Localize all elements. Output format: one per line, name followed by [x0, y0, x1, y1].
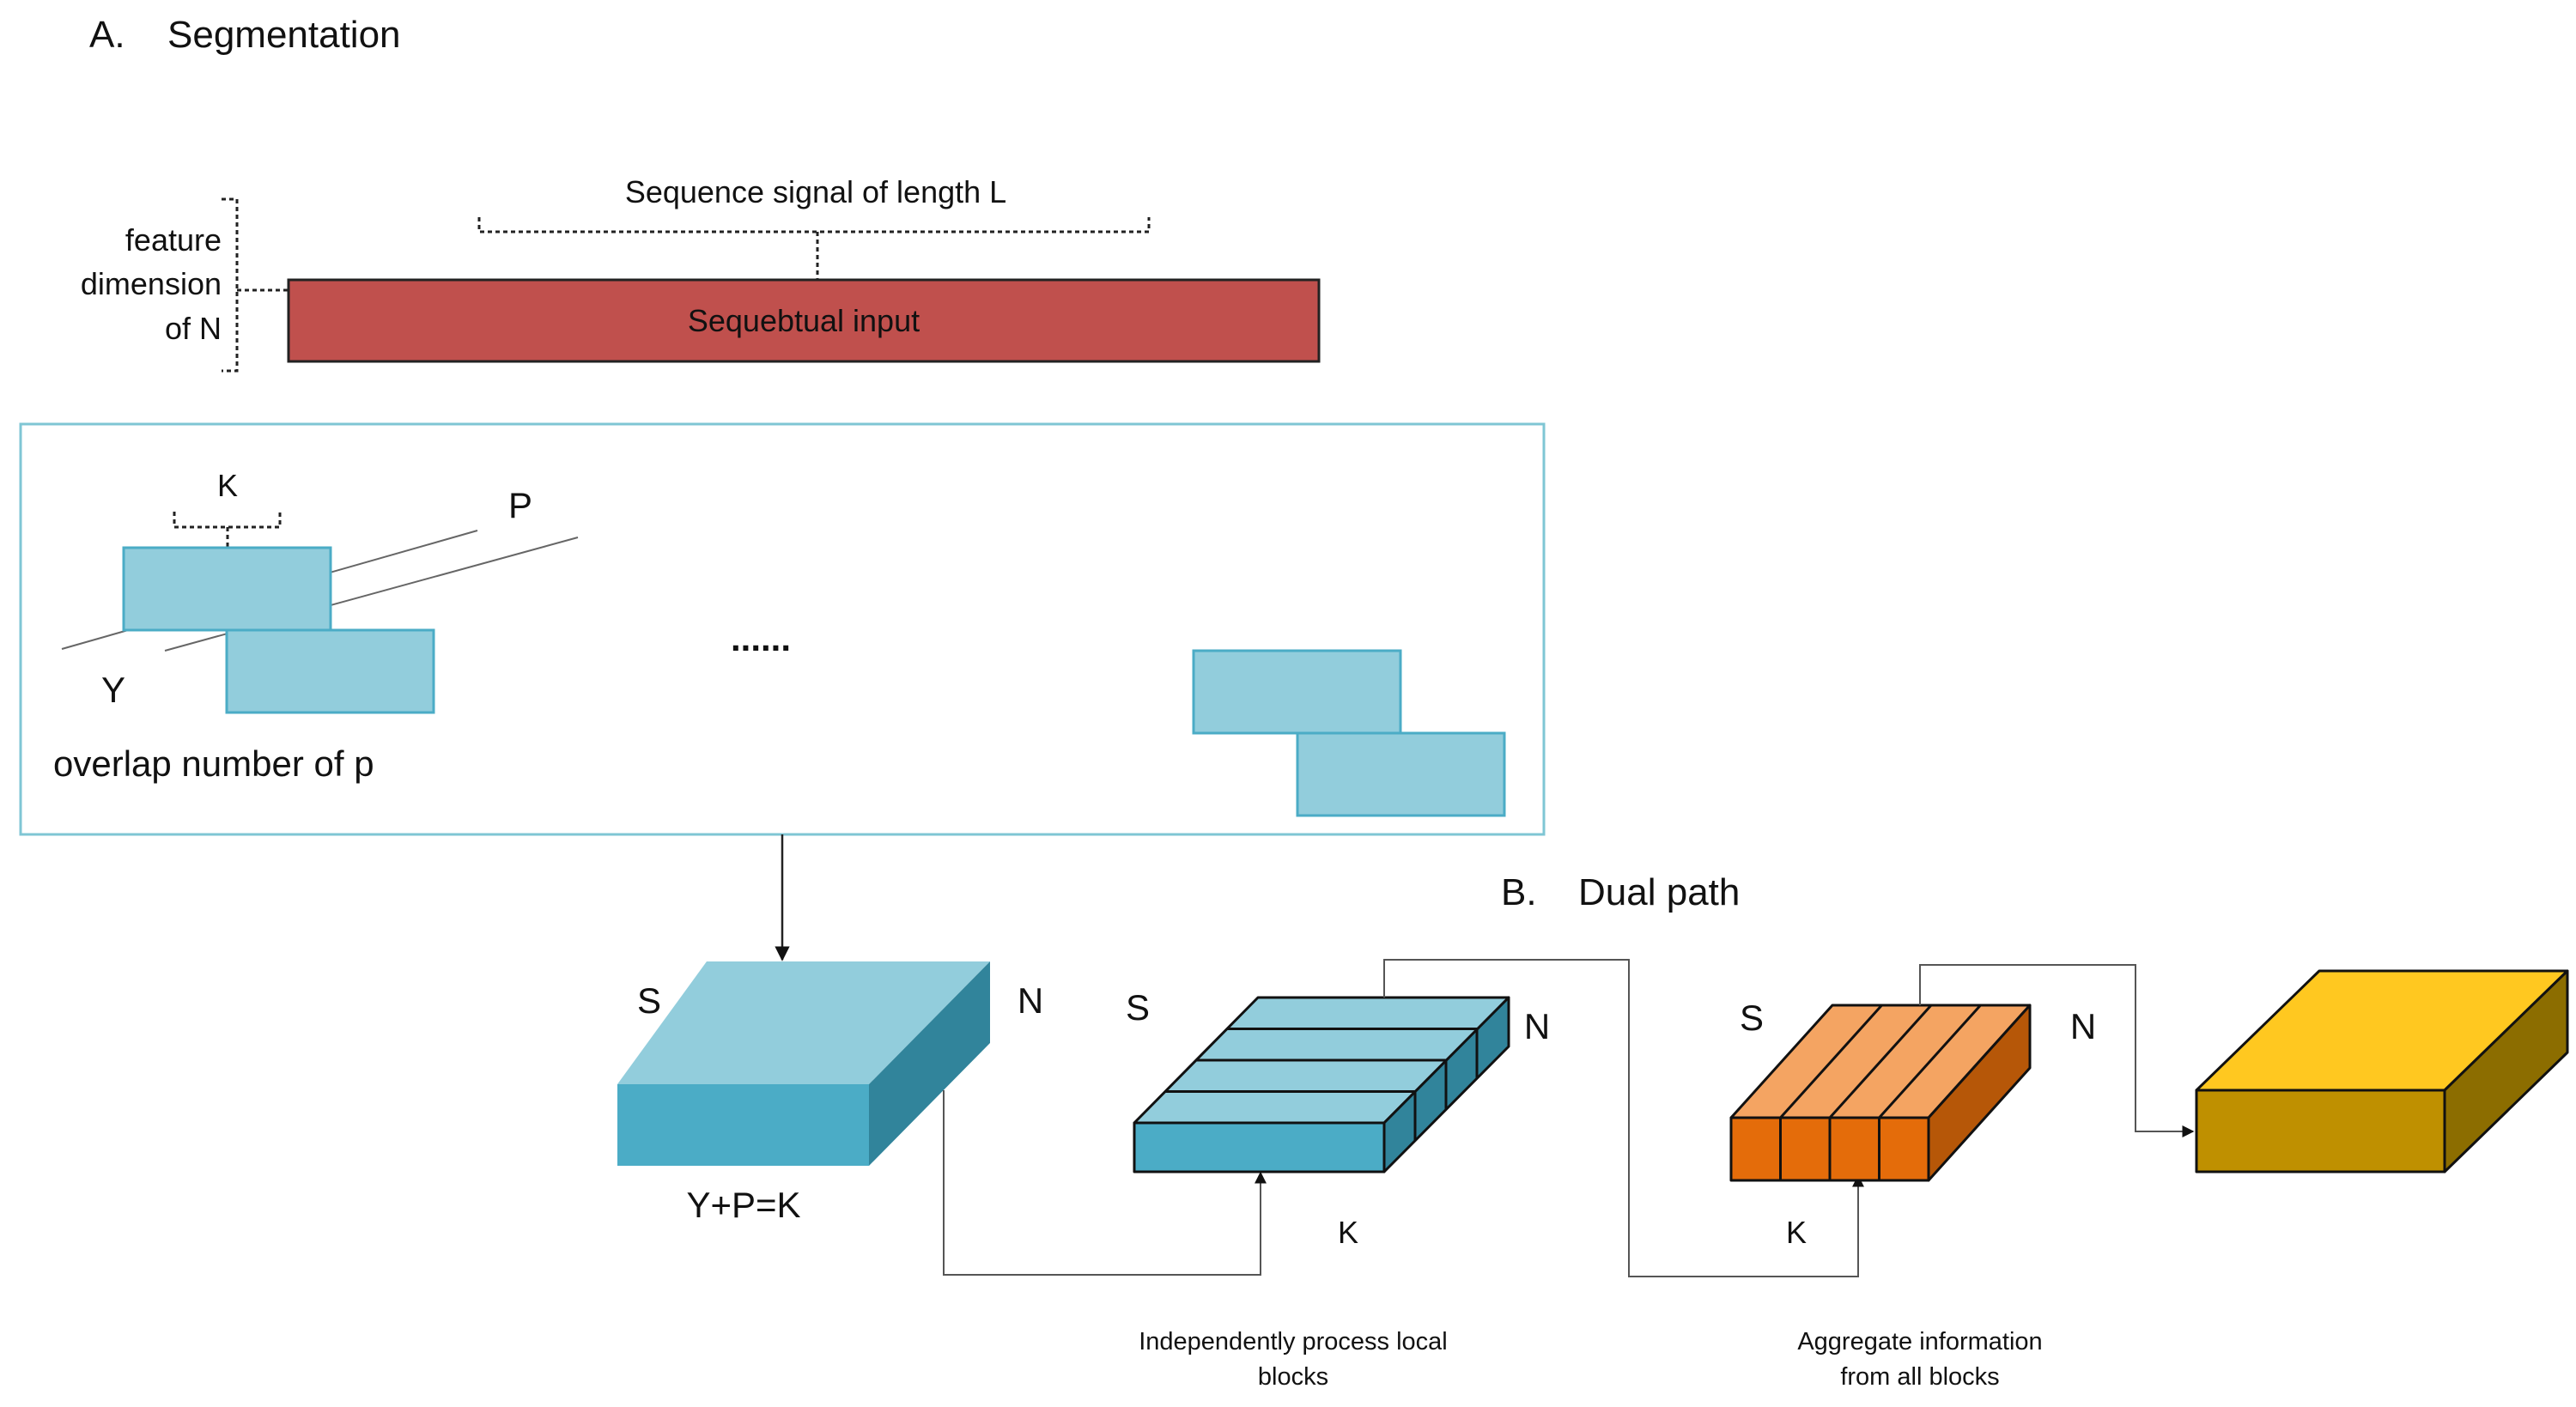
y-label: Y — [101, 670, 125, 710]
inter-chunk-cube — [1729, 1004, 2032, 1182]
cube3-side — [1927, 1004, 2032, 1182]
cube3-k-label: K — [1786, 1215, 1807, 1250]
feature-dimension-bracket — [222, 197, 289, 373]
cube4-front — [2195, 1089, 2446, 1174]
segment-block-2 — [225, 628, 435, 714]
cube3-n-label: N — [2070, 1006, 2096, 1046]
sequential-input-label: Sequebtual input — [688, 303, 920, 338]
cube1-side — [869, 961, 990, 1166]
cube2-front — [1133, 1121, 1386, 1174]
cube1-formula: Y+P=K — [686, 1185, 800, 1225]
segment-block-3 — [1192, 649, 1402, 735]
segment-block-1 — [122, 546, 332, 632]
section-b-title: Dual path — [1578, 871, 1740, 913]
feature-label-line-2: dimension — [81, 266, 222, 301]
sequential-input-block — [287, 278, 1321, 363]
section-a-letter: A. — [89, 14, 125, 56]
cube2-k-label: K — [1338, 1215, 1358, 1250]
segmented-tensor-cube — [617, 961, 990, 1166]
cube2-n-label: N — [1524, 1006, 1550, 1046]
intra-chunk-cube — [1133, 996, 1510, 1174]
cube1-n-label: N — [1018, 980, 1043, 1021]
cube2-to-cube3-connector — [1383, 959, 1864, 1277]
cube4-side — [2443, 969, 2569, 1174]
caption-global-line-1: Aggregate information — [1797, 1328, 2042, 1355]
cube3-s-label: S — [1740, 998, 1764, 1038]
segment-block-4 — [1296, 731, 1506, 817]
cube1-front — [617, 1084, 869, 1166]
feature-label-line-1: feature — [125, 222, 222, 258]
cube3-to-output-connector — [1919, 964, 2195, 1137]
k-bracket — [173, 512, 282, 548]
output-tensor-cube — [2195, 969, 2569, 1174]
cube2-s-label: S — [1126, 987, 1150, 1028]
sequence-length-bracket — [477, 217, 1151, 282]
cube3-slice-line — [1878, 1004, 1982, 1180]
k-label: K — [217, 468, 238, 503]
cube1-top — [617, 961, 990, 1084]
caption-local-line-2: blocks — [1258, 1363, 1328, 1391]
section-b-letter: B. — [1501, 871, 1537, 913]
cube1-to-cube2-connector — [943, 1090, 1267, 1276]
section-a-title: Segmentation — [167, 14, 401, 56]
caption-local-line-1: Independently process local — [1139, 1328, 1448, 1355]
caption-global-line-2: from all blocks — [1840, 1363, 1999, 1391]
cube1-s-label: S — [637, 980, 661, 1021]
cube3-slice-line — [1779, 1004, 1883, 1180]
p-label: P — [508, 485, 532, 525]
ellipsis: ...... — [731, 618, 791, 658]
feature-label-line-3: of N — [165, 311, 222, 346]
sequence-length-label: Sequence signal of length L — [625, 174, 1006, 209]
overlap-label: overlap number of p — [53, 743, 374, 784]
cube3-slice-line — [1828, 1004, 1933, 1180]
